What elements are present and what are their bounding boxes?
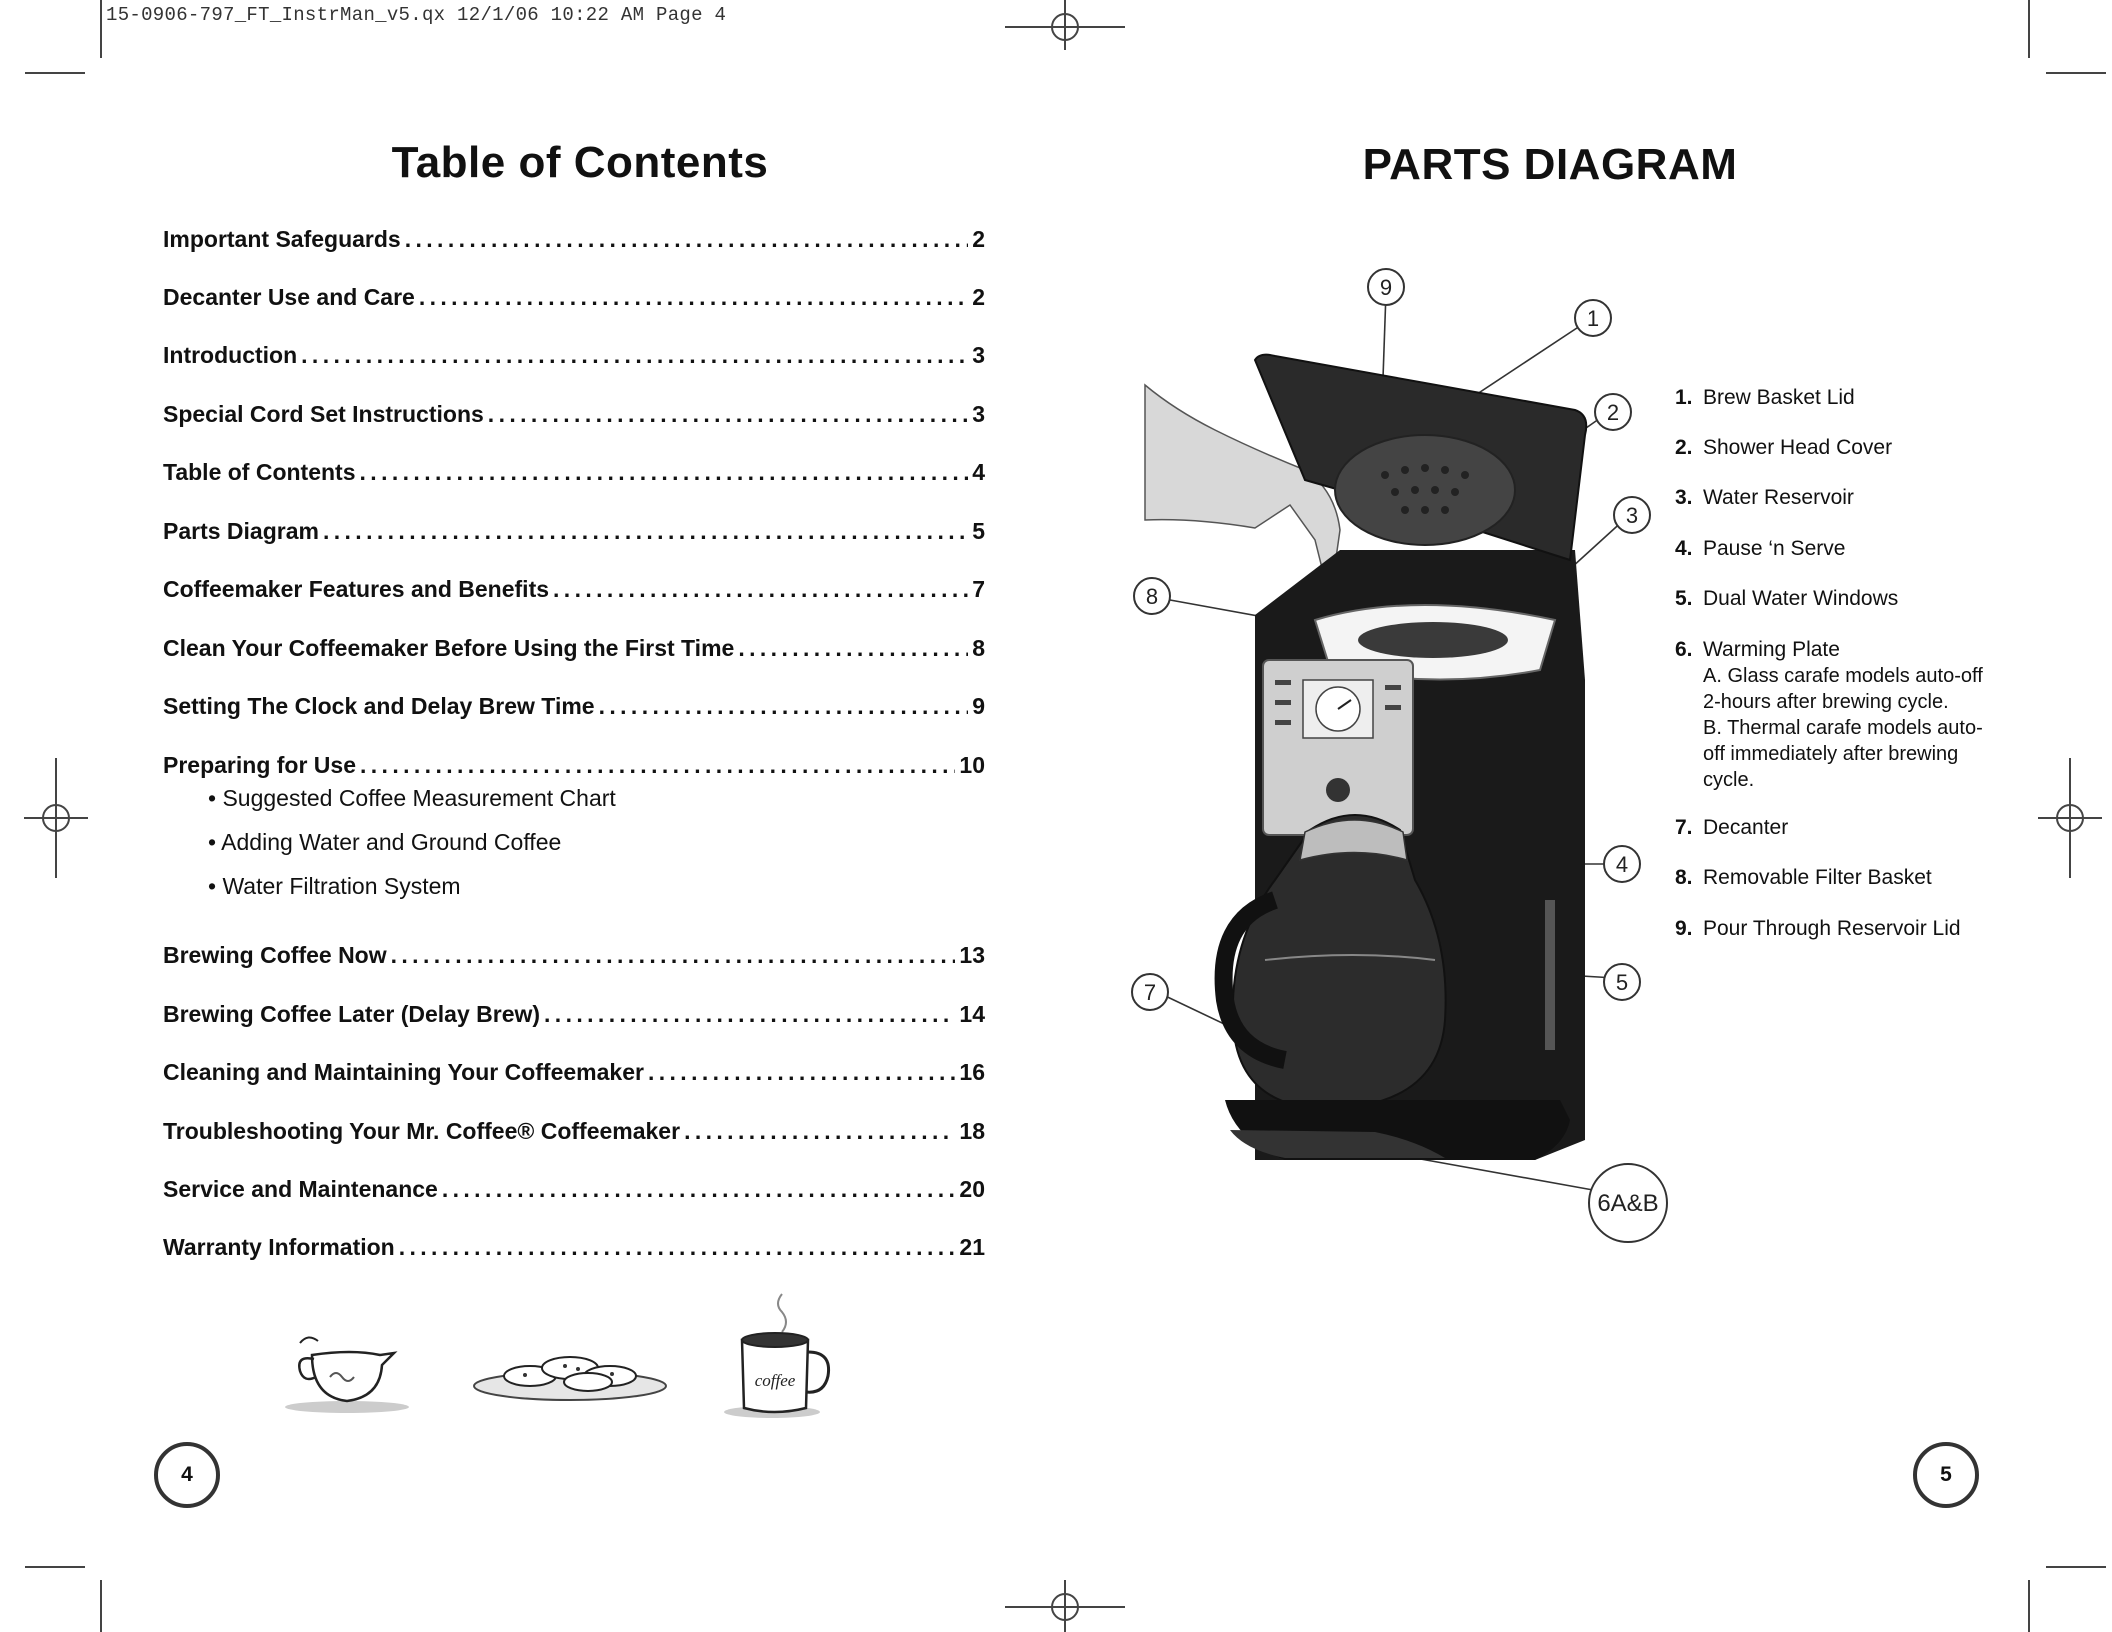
coffee-mug-illustration: coffee xyxy=(724,1293,831,1418)
callout-6ab: 6A&B xyxy=(1597,1190,1658,1217)
toc-entry: Important Safeguards2 xyxy=(163,219,985,253)
toc-entry: Brewing Coffee Later (Delay Brew)14 xyxy=(163,994,985,1028)
callout-4: 4 xyxy=(1616,852,1628,877)
toc-entry: Brewing Coffee Now13 xyxy=(163,935,985,969)
callout-8: 8 xyxy=(1146,584,1158,609)
creamer-illustration xyxy=(285,1336,409,1413)
registration-mark-right xyxy=(2038,758,2102,878)
page-number-left: 4 xyxy=(154,1442,220,1508)
callout-2: 2 xyxy=(1607,400,1619,425)
toc-entry: Cleaning and Maintaining Your Coffeemake… xyxy=(163,1052,985,1086)
toc-entry: Introduction3 xyxy=(163,335,985,369)
registration-mark-left xyxy=(24,758,88,878)
toc-entry: Special Cord Set Instructions3 xyxy=(163,394,985,428)
registration-mark-top xyxy=(1005,0,1125,50)
parts-diagram-title: PARTS DIAGRAM xyxy=(1362,140,1738,189)
toc-entry: Clean Your Coffeemaker Before Using the … xyxy=(163,628,985,662)
toc-entry: Coffeemaker Features and Benefits7 xyxy=(163,569,985,603)
toc-entry: Table of Contents4 xyxy=(163,452,985,486)
mug-label: coffee xyxy=(755,1371,796,1390)
toc-entry: Troubleshooting Your Mr. Coffee® Coffeem… xyxy=(163,1111,985,1145)
toc-entry: Warranty Information21 xyxy=(163,1227,985,1261)
warming-plate-notes: A. Glass carafe models auto-off 2-hours … xyxy=(1703,665,1983,791)
print-slug: 15-0906-797_FT_InstrMan_v5.qx 12/1/06 10… xyxy=(106,4,727,26)
callout-7: 7 xyxy=(1144,980,1156,1005)
toc-entry: Parts Diagram5 xyxy=(163,511,985,545)
callout-1: 1 xyxy=(1587,306,1599,331)
toc-entry: Service and Maintenance20 xyxy=(163,1169,985,1203)
callout-3: 3 xyxy=(1626,503,1638,528)
toc-entry: Setting The Clock and Delay Brew Time9 xyxy=(163,686,985,720)
coffeemaker-illustration: 9 1 2 3 8 4 5 7 6A&B xyxy=(1131,268,1668,1243)
toc-entry: Decanter Use and Care2 xyxy=(163,277,985,311)
toc-subitem: • Adding Water and Ground Coffee xyxy=(208,829,562,855)
toc-entry: Preparing for Use10 xyxy=(163,745,985,779)
cookie-plate-illustration xyxy=(473,1356,667,1401)
page-number-right: 5 xyxy=(1913,1442,1979,1508)
toc-title: Table of Contents xyxy=(391,138,769,187)
registration-mark-bottom xyxy=(1005,1580,1125,1632)
toc-subitem: • Suggested Coffee Measurement Chart xyxy=(208,785,616,811)
callout-5: 5 xyxy=(1616,970,1628,995)
toc-subitem: • Water Filtration System xyxy=(208,873,461,899)
callout-9: 9 xyxy=(1380,275,1392,300)
